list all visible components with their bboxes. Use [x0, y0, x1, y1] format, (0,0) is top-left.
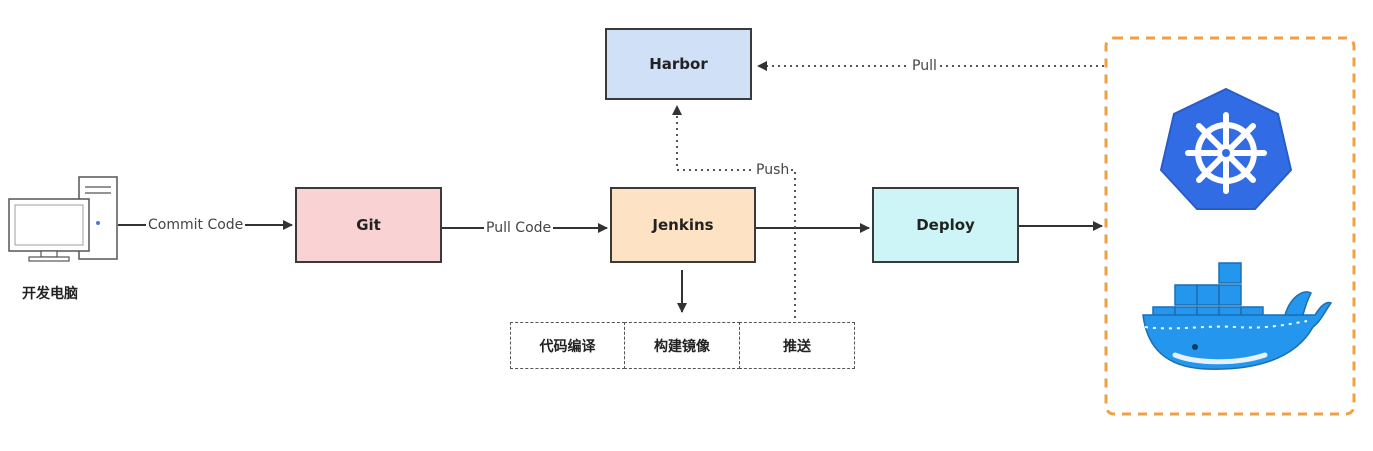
deploy-node: Deploy [872, 187, 1019, 263]
step-compile: 代码编译 [510, 322, 625, 369]
jenkins-node: Jenkins [610, 187, 756, 263]
step-push: 推送 [739, 322, 855, 369]
edge-push [672, 105, 796, 318]
edge-label-commit: Commit Code [146, 216, 246, 234]
computer-icon [8, 176, 118, 262]
kubernetes-icon [1160, 87, 1292, 210]
deployment-target-frame [1104, 36, 1356, 416]
edge-label-pull: Pull [910, 57, 939, 75]
edge-label-pull-code: Pull Code [484, 219, 554, 237]
harbor-node: Harbor [605, 28, 752, 100]
computer-label: 开发电脑 [22, 286, 78, 302]
edge-label-push: Push [754, 161, 792, 179]
step-build-image: 构建镜像 [624, 322, 740, 369]
git-node: Git [295, 187, 442, 263]
docker-icon [1142, 262, 1333, 370]
